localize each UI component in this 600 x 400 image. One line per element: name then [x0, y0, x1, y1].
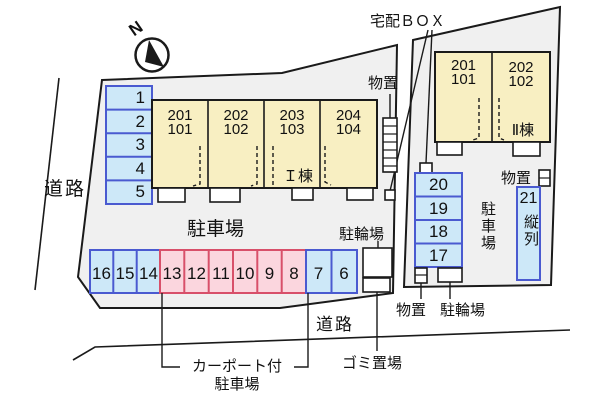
parking-lot-main-label: 駐車場 — [187, 219, 245, 240]
parking-space-number: 12 — [187, 264, 206, 283]
compass-icon — [134, 37, 170, 73]
storage-right-top-label: 物置 — [501, 170, 532, 187]
parking-space-number: 2 — [135, 111, 145, 131]
parking-row-carport — [159, 249, 307, 294]
bicycle-left-label: 駐輪場 — [339, 226, 385, 243]
building-1-name: Ｉ棟 — [282, 168, 313, 185]
garbage-label: ゴミ置場 — [342, 355, 403, 372]
parking-right-column — [414, 172, 463, 268]
parking-space-number: 18 — [429, 222, 448, 241]
carport-bracket-left — [161, 293, 180, 368]
delivery-box-leader-right — [425, 29, 433, 164]
garbage-box — [362, 277, 391, 293]
parking-space-number: 1 — [135, 88, 145, 107]
parking-space-number: 10 — [235, 264, 255, 283]
parking-lot-right-label: 駐車場 — [479, 201, 496, 252]
delivery-box-label: 宅配ＢＯＸ — [370, 13, 446, 30]
bicycle-parking-left-box — [362, 247, 393, 278]
bicycle-parking-right-box — [437, 267, 463, 283]
road-left-label: 道路 — [44, 179, 87, 200]
parking-space-number: 5 — [135, 182, 145, 201]
parking-row-blue-right — [305, 249, 358, 294]
road-edge-bottom — [72, 329, 571, 361]
parking-left-column — [105, 85, 153, 205]
parking-tandem-space — [516, 186, 541, 281]
building-1 — [151, 99, 378, 203]
parking-space-number: 11 — [212, 264, 230, 283]
building-2 — [434, 51, 551, 157]
carport-label-line2: 駐車場 — [214, 376, 260, 393]
parking-space-number: 21 — [519, 190, 538, 207]
delivery-box-left — [384, 189, 396, 201]
carport-bracket-right — [294, 293, 309, 368]
storage-left-structure — [382, 94, 398, 173]
parking-space-number: 8 — [289, 264, 299, 283]
carport-label-line1: カーポート付 — [191, 358, 282, 375]
parking-space-number: 15 — [115, 264, 135, 283]
parking-space-number: 16 — [92, 264, 111, 283]
unit-label: 203 — [279, 107, 305, 124]
unit-label: 201 — [167, 107, 193, 124]
unit-label: 201 — [450, 57, 477, 74]
storage-right-bottom-label: 物置 — [396, 302, 427, 319]
delivery-box-right — [419, 162, 433, 174]
parking-space-number: 14 — [139, 264, 158, 283]
parking-space-number: 4 — [135, 158, 145, 178]
unit-label: 102 — [508, 73, 534, 90]
unit-label: 103 — [279, 121, 305, 138]
parking-space-number: 7 — [313, 264, 324, 283]
storage-left-label: 物置 — [368, 75, 399, 92]
building-1-entry-paths — [192, 146, 332, 187]
building-2-entry-paths — [472, 98, 505, 141]
tandem-label: 縦列 — [522, 214, 539, 248]
unit-label: 202 — [223, 107, 249, 124]
building-2-name: Ⅱ棟 — [511, 122, 535, 139]
unit-label: 101 — [450, 71, 477, 88]
parking-space-number: 20 — [429, 175, 448, 194]
parking-space-number: 6 — [339, 264, 349, 283]
parking-space-number: 9 — [264, 264, 275, 283]
parking-space-number: 19 — [429, 198, 448, 218]
bicycle-right-label: 駐輪場 — [440, 302, 486, 319]
unit-label: 202 — [508, 59, 534, 76]
road-bottom-label: 道路 — [316, 315, 354, 334]
unit-label: 101 — [167, 121, 193, 138]
parking-space-number: 3 — [135, 135, 145, 154]
storage-right-bottom-box — [414, 267, 428, 284]
parking-space-number: 13 — [162, 264, 182, 283]
unit-label: 102 — [223, 121, 249, 138]
storage-right-top-box — [538, 169, 551, 187]
parking-space-number: 17 — [429, 245, 448, 265]
unit-label: 204 — [335, 107, 362, 124]
road-edge-left — [34, 77, 60, 291]
unit-label: 104 — [335, 121, 362, 138]
